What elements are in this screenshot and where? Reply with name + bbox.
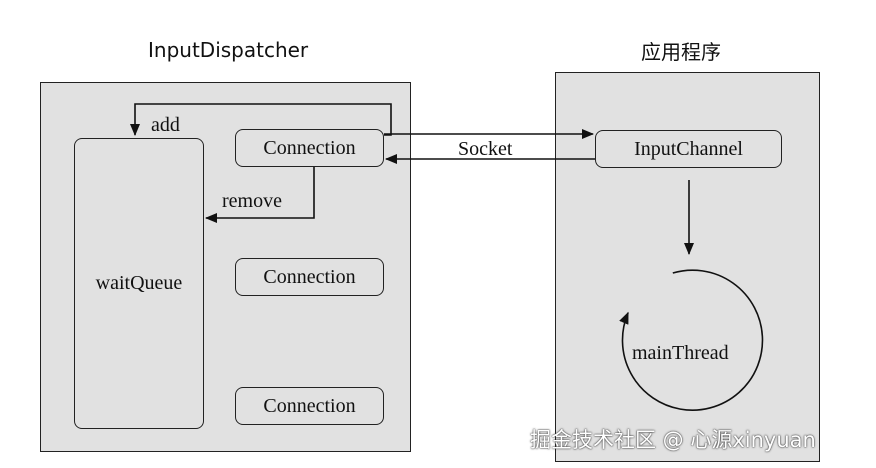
connection-box-1: Connection — [235, 129, 384, 167]
main-thread-label: mainThread — [632, 342, 729, 364]
watermark: 掘金技术社区 @ 心源xinyuan — [530, 428, 816, 452]
connection-label-1: Connection — [263, 136, 356, 159]
remove-arrow — [205, 167, 315, 223]
add-arrow — [130, 103, 392, 136]
input-channel-box: InputChannel — [595, 130, 782, 168]
connection-box-2: Connection — [235, 258, 384, 296]
main-thread-loop — [619, 269, 764, 411]
connection-label-3: Connection — [263, 394, 356, 417]
remove-label: remove — [222, 190, 282, 212]
connection-label-2: Connection — [263, 265, 356, 288]
add-label: add — [151, 114, 180, 136]
input-channel-label: InputChannel — [634, 137, 743, 160]
wait-queue-label: waitQueue — [95, 272, 183, 294]
app-title: 应用程序 — [641, 40, 721, 64]
input-dispatcher-title: InputDispatcher — [148, 38, 309, 62]
wait-queue-box: waitQueue — [74, 138, 204, 429]
connection-box-3: Connection — [235, 387, 384, 425]
socket-label: Socket — [458, 138, 513, 160]
